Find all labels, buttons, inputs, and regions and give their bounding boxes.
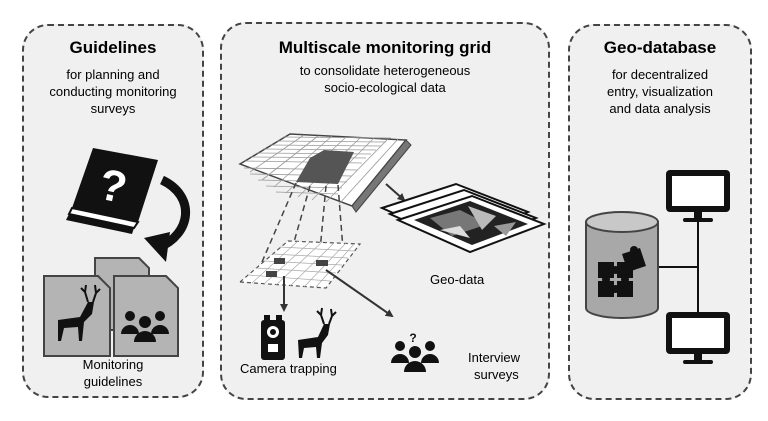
lower-grid-cell-3 <box>316 260 328 266</box>
interview-surveys-label-line-1: Interview <box>468 350 521 365</box>
database-subtitle-line-2: entry, visualization <box>607 84 713 99</box>
deer-icon <box>58 284 101 341</box>
lower-grid-cell-2 <box>266 271 277 277</box>
monitoring-guidelines-label-line-1: Monitoring <box>82 357 144 372</box>
lower-grid-cell-1 <box>274 258 285 264</box>
monitor-icon-bottom <box>666 312 730 364</box>
grid-subtitle-line-2: socio-ecological data <box>324 80 446 95</box>
document-left <box>43 275 111 357</box>
upper-grid <box>238 133 412 213</box>
people-group-icon <box>121 311 169 342</box>
deer-icon-camera <box>298 307 337 358</box>
network-lines <box>656 222 699 312</box>
grid-title: Multiscale monitoring grid <box>278 38 492 57</box>
puzzle-icon <box>598 246 646 297</box>
geo-data-label: Geo-data <box>430 272 485 287</box>
lower-grid <box>238 240 362 289</box>
monitor-icon-top <box>666 170 730 222</box>
upper-grid-highlight-cell <box>296 150 354 184</box>
svg-text:?: ? <box>409 331 416 345</box>
guidelines-title: Guidelines <box>69 38 157 57</box>
database-subtitle-line-1: for decentralized <box>611 67 709 82</box>
document-right <box>113 275 179 357</box>
curved-arrow-icon <box>144 175 191 262</box>
camera-trap-icon <box>261 315 285 360</box>
people-group-icon-interview: ? <box>391 331 439 372</box>
guidelines-subtitle-line-3: surveys <box>90 101 136 116</box>
guidelines-subtitle-line-2: conducting monitoring <box>49 84 177 99</box>
grid-subtitle-line-1: to consolidate heterogeneous <box>299 63 471 78</box>
arrow-to-interview-surveys <box>325 269 394 318</box>
interview-surveys-label-line-2: surveys <box>474 367 519 382</box>
map-stack-icon <box>379 182 547 254</box>
question-book-icon: ? <box>66 148 158 234</box>
arrow-to-geo-data <box>385 183 406 202</box>
database-title: Geo-database <box>603 38 717 57</box>
database-subtitle-line-3: and data analysis <box>609 101 711 116</box>
guidelines-subtitle-line-1: for planning and <box>66 67 160 82</box>
camera-trapping-label: Camera trapping <box>240 361 337 376</box>
monitoring-guidelines-label-line-2: guidelines <box>83 374 143 389</box>
